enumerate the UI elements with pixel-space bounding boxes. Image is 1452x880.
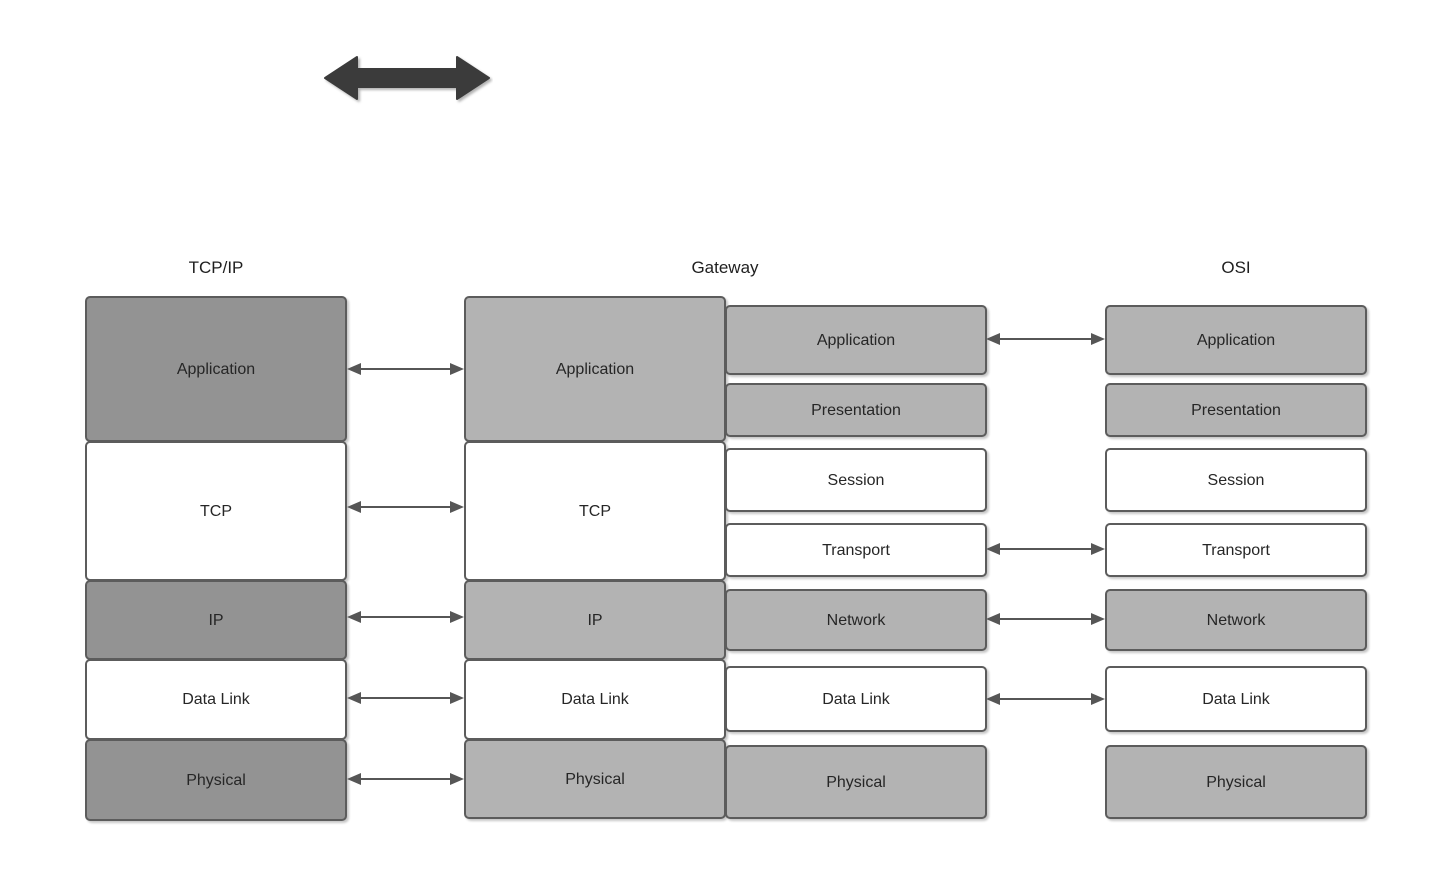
layer-label: Session — [827, 471, 885, 489]
connector-tcpip-gateway-data-link — [347, 691, 464, 705]
layer-label: Application — [816, 331, 896, 349]
bidirectional-flow-arrow — [321, 52, 493, 106]
connector-tcpip-gateway-application — [347, 362, 464, 376]
layer-box-gateway-right-session: Session — [725, 448, 987, 512]
layer-label: Network — [1206, 611, 1266, 629]
layer-box-gateway-left-physical: Physical — [464, 739, 726, 819]
connector-gateway-osi-transport — [986, 542, 1105, 556]
layer-label: IP — [587, 611, 603, 629]
layer-box-tcpip-physical: Physical — [85, 739, 347, 821]
layer-label: Application — [555, 360, 635, 378]
layer-box-gateway-right-physical: Physical — [725, 745, 987, 819]
layer-box-gateway-left-data-link: Data Link — [464, 659, 726, 740]
column-caption-osi: OSI — [1221, 258, 1251, 277]
layer-label: Physical — [826, 773, 886, 791]
connector-gateway-osi-data-link — [986, 692, 1105, 706]
layer-label: Presentation — [811, 401, 901, 419]
layer-label: Physical — [186, 771, 246, 789]
layer-box-tcpip-ip: IP — [85, 580, 347, 660]
layer-label: Application — [1196, 331, 1276, 349]
layer-label: Application — [176, 360, 256, 378]
layer-label: Data Link — [1202, 690, 1270, 708]
layer-box-osi-presentation: Presentation — [1105, 383, 1367, 437]
layer-label: Transport — [1202, 541, 1270, 559]
layer-box-osi-network: Network — [1105, 589, 1367, 651]
layer-box-tcpip-application: Application — [85, 296, 347, 442]
layer-label: TCP — [200, 502, 232, 520]
layer-label: Physical — [565, 770, 625, 788]
layer-box-osi-session: Session — [1105, 448, 1367, 512]
layer-box-tcpip-data-link: Data Link — [85, 659, 347, 740]
layer-box-osi-data-link: Data Link — [1105, 666, 1367, 732]
layer-box-osi-application: Application — [1105, 305, 1367, 375]
layer-label: Transport — [822, 541, 890, 559]
layer-box-osi-transport: Transport — [1105, 523, 1367, 577]
layer-box-gateway-right-transport: Transport — [725, 523, 987, 577]
layer-box-gateway-right-data-link: Data Link — [725, 666, 987, 732]
connector-tcpip-gateway-tcp — [347, 500, 464, 514]
column-caption-tcpip: TCP/IP — [188, 258, 244, 277]
connector-tcpip-gateway-ip — [347, 610, 464, 624]
layer-label: TCP — [579, 502, 611, 520]
connector-tcpip-gateway-physical — [347, 772, 464, 786]
layer-box-tcpip-tcp: TCP — [85, 441, 347, 581]
layer-box-gateway-right-presentation: Presentation — [725, 383, 987, 437]
layer-label: Session — [1207, 471, 1265, 489]
layer-label: IP — [208, 611, 224, 629]
layer-box-osi-physical: Physical — [1105, 745, 1367, 819]
layer-label: Physical — [1206, 773, 1266, 791]
layer-label: Data Link — [561, 691, 629, 708]
layer-label: Presentation — [1191, 401, 1281, 419]
layer-box-gateway-left-application: Application — [464, 296, 726, 442]
connector-gateway-osi-network — [986, 612, 1105, 626]
connector-gateway-osi-application — [986, 332, 1105, 346]
layer-label: Network — [826, 611, 886, 629]
layer-label: Data Link — [822, 690, 890, 708]
column-caption-gateway: Gateway — [691, 258, 759, 277]
layer-label: Data Link — [182, 691, 250, 708]
layer-box-gateway-right-network: Network — [725, 589, 987, 651]
layer-box-gateway-right-application: Application — [725, 305, 987, 375]
layer-box-gateway-left-tcp: TCP — [464, 441, 726, 581]
layer-box-gateway-left-ip: IP — [464, 580, 726, 660]
